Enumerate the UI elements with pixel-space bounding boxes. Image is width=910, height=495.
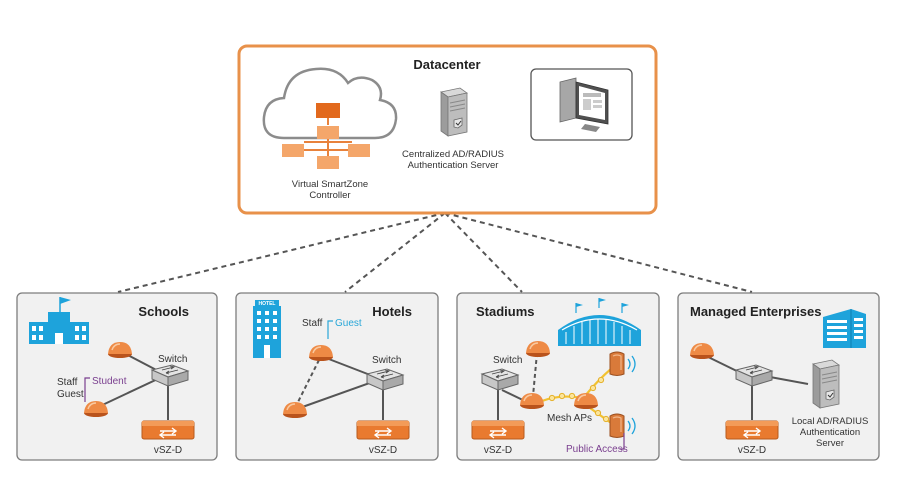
- controller-label-line1: Virtual SmartZone: [292, 179, 368, 190]
- local-server-icon: [812, 359, 840, 409]
- stadium-switch-label: Switch: [493, 355, 522, 366]
- local-server-label-line1: Local AD/RADIUS: [792, 416, 869, 427]
- enterprises-panel: Managed Enterprises Local AD/RADIUS Auth…: [677, 292, 880, 461]
- stadium-vszd-label: vSZ-D: [484, 445, 512, 456]
- stadium-icon: [558, 298, 641, 346]
- school-switch-label: Switch: [158, 354, 187, 365]
- school-building-icon: [29, 297, 89, 344]
- central-server-icon: [440, 87, 468, 137]
- schools-panel: Schools Switch Staff Guest Stud: [16, 292, 218, 461]
- hotels-title: Hotels: [372, 304, 412, 319]
- datacenter-panel: Datacenter Virtual SmartZone Controller …: [237, 44, 658, 215]
- wifi-signal-icon: [627, 355, 636, 435]
- hotel-staff-label: Staff: [302, 318, 323, 329]
- local-server-label-line2: Authentication: [800, 427, 860, 438]
- stadium-public-label: Public Access: [566, 444, 628, 455]
- stadiums-panel: Stadiums: [456, 292, 660, 461]
- enterprise-vszd-label: vSZ-D: [738, 445, 766, 456]
- hotels-panel: Hotels HOTEL Staff Guest Switch: [235, 292, 439, 461]
- stadium-mesh-ap-upper: [609, 351, 625, 377]
- enterprises-title: Managed Enterprises: [690, 304, 822, 319]
- hotel-switch-label: Switch: [372, 355, 401, 366]
- hotel-vszd-icon: [356, 420, 410, 440]
- school-vszd-label: vSZ-D: [154, 445, 182, 456]
- schools-title: Schools: [138, 304, 189, 319]
- hotel-guest-label: Guest: [335, 318, 362, 329]
- local-server-label-line3: Server: [816, 438, 844, 449]
- hotel-building-icon: HOTEL: [253, 300, 281, 358]
- hotel-sign: HOTEL: [259, 301, 276, 307]
- stadium-vszd-icon: [471, 420, 525, 440]
- datacenter-title: Datacenter: [413, 57, 480, 72]
- school-guest-label: Guest: [57, 389, 84, 400]
- hotel-vszd-label: vSZ-D: [369, 445, 397, 456]
- enterprise-vszd-icon: [725, 420, 779, 440]
- server-label-line1: Centralized AD/RADIUS: [402, 149, 504, 160]
- school-student-label: Student: [92, 376, 127, 387]
- server-label-line2: Authentication Server: [408, 160, 499, 171]
- stadium-mesh-label: Mesh APs: [547, 413, 592, 424]
- office-building-icon: [823, 309, 866, 348]
- workstation-icon: [530, 68, 633, 141]
- stadium-mesh-ap-lower: [609, 413, 625, 439]
- datacenter-connectors: [117, 212, 753, 293]
- stadiums-title: Stadiums: [476, 304, 535, 319]
- school-staff-label: Staff: [57, 377, 78, 388]
- school-vszd-icon: [141, 420, 195, 440]
- controller-icon: [282, 103, 370, 169]
- controller-label-line2: Controller: [309, 190, 350, 201]
